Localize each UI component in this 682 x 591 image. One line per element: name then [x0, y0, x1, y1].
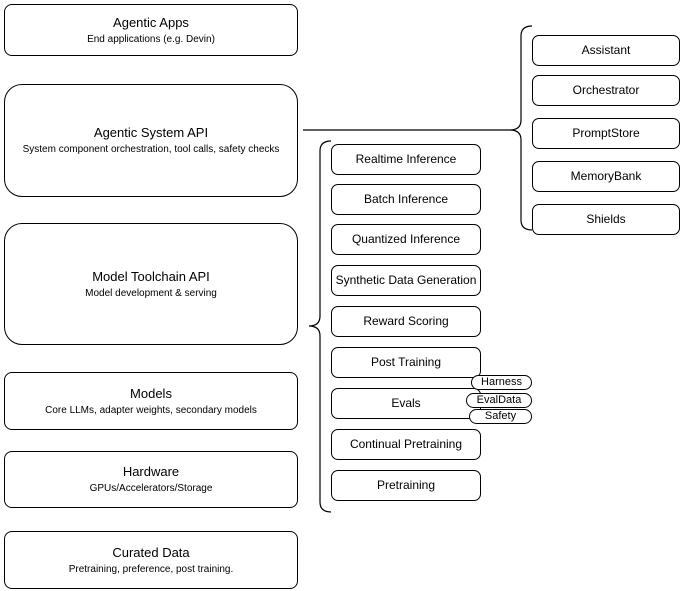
node-label: Synthetic Data Generation [335, 273, 477, 287]
node-subtitle: End applications (e.g. Devin) [87, 33, 215, 45]
node-hardware: Hardware GPUs/Accelerators/Storage [4, 451, 298, 508]
node-subtitle: Model development & serving [85, 287, 217, 299]
pill-safety: Safety [469, 409, 532, 424]
node-batch-inference: Batch Inference [331, 184, 481, 215]
node-synthetic-data-generation: Synthetic Data Generation [331, 265, 481, 296]
node-continual-pretraining: Continual Pretraining [331, 429, 481, 460]
system-brace [509, 25, 533, 231]
node-agentic-system-api: Agentic System API System component orch… [4, 84, 298, 197]
pill-label: Safety [484, 410, 517, 422]
node-label: Shields [586, 212, 626, 226]
node-title: Hardware [122, 464, 180, 479]
node-evals: Evals [331, 388, 481, 419]
node-promptstore: PromptStore [532, 118, 680, 149]
node-model-toolchain-api: Model Toolchain API Model development & … [4, 223, 298, 345]
node-label: Evals [391, 396, 421, 410]
node-quantized-inference: Quantized Inference [331, 224, 481, 255]
node-title: Model Toolchain API [92, 268, 210, 284]
pill-harness: Harness [471, 375, 532, 390]
node-label: Orchestrator [572, 83, 640, 97]
node-label: Pretraining [376, 478, 436, 492]
node-reward-scoring: Reward Scoring [331, 306, 481, 337]
node-title: Models [130, 385, 172, 401]
node-label: Quantized Inference [351, 232, 461, 246]
node-assistant: Assistant [532, 35, 680, 66]
pill-evaldata: EvalData [466, 393, 532, 408]
node-shields: Shields [532, 204, 680, 235]
node-memorybank: MemoryBank [532, 161, 680, 192]
node-title: Agentic System API [93, 125, 209, 140]
node-label: Batch Inference [363, 192, 449, 206]
node-label: Reward Scoring [363, 314, 449, 328]
node-pretraining: Pretraining [331, 470, 481, 501]
node-realtime-inference: Realtime Inference [331, 144, 481, 175]
pill-label: EvalData [476, 394, 522, 406]
node-agentic-apps: Agentic Apps End applications (e.g. Devi… [4, 4, 298, 56]
node-subtitle: GPUs/Accelerators/Storage [89, 483, 213, 494]
toolchain-brace [308, 140, 332, 513]
node-label: Realtime Inference [355, 152, 457, 166]
node-post-training: Post Training [331, 347, 481, 378]
pill-label: Harness [481, 376, 522, 388]
node-label: PromptStore [572, 126, 640, 140]
node-label: MemoryBank [570, 169, 642, 183]
node-label: Assistant [581, 43, 631, 57]
node-title: Curated Data [112, 544, 190, 560]
node-subtitle: Core LLMs, adapter weights, secondary mo… [45, 404, 257, 416]
node-curated-data: Curated Data Pretraining, preference, po… [4, 531, 298, 589]
node-orchestrator: Orchestrator [532, 75, 680, 106]
node-label: Post Training [370, 355, 442, 369]
node-models: Models Core LLMs, adapter weights, secon… [4, 372, 298, 430]
node-subtitle: System component orchestration, tool cal… [22, 144, 280, 155]
node-label: Continual Pretraining [349, 437, 463, 451]
node-title: Agentic Apps [113, 14, 189, 30]
node-subtitle: Pretraining, preference, post training. [68, 563, 234, 575]
